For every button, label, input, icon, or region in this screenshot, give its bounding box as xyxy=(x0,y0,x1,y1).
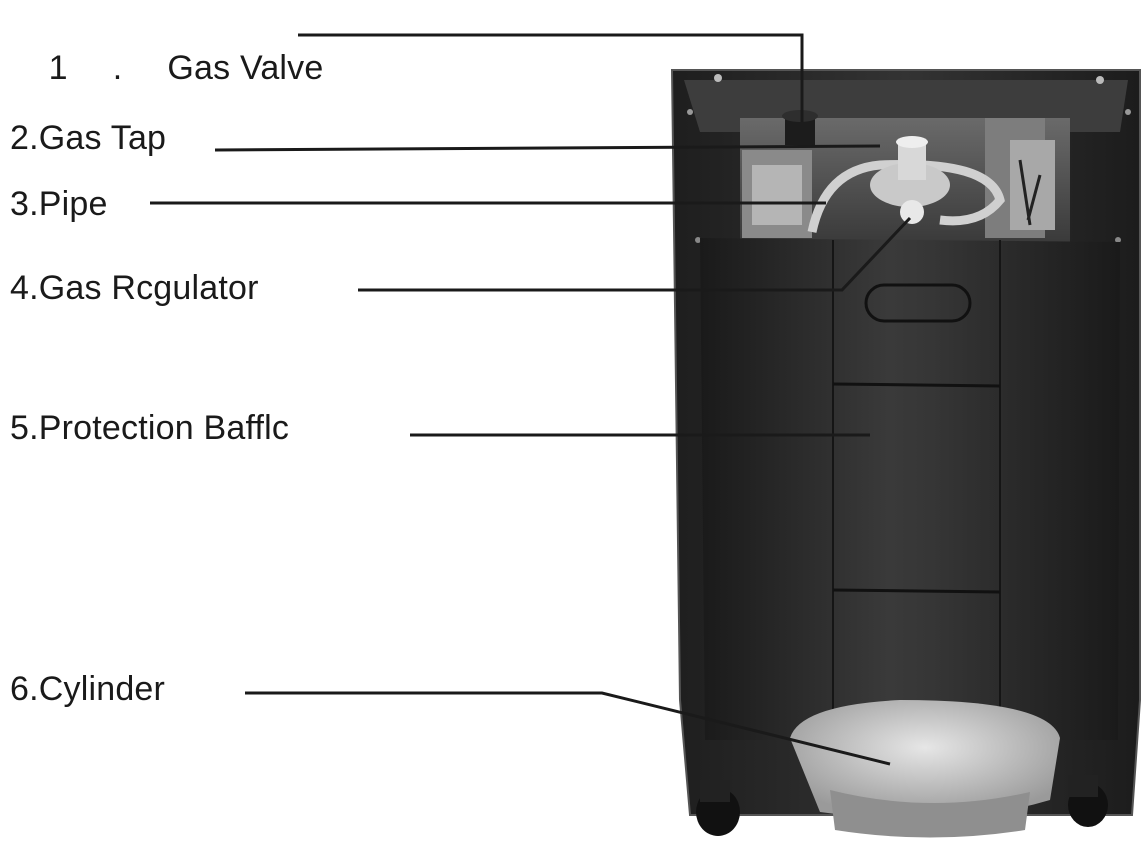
leader-gas-regulator xyxy=(358,216,912,292)
label-gas-valve-text: Gas Valve xyxy=(167,49,324,87)
leader-cylinder xyxy=(245,691,891,766)
label-protection-baffle: 5.Protection Bafflc xyxy=(10,409,290,447)
label-cylinder: 6.Cylinder xyxy=(10,670,166,708)
leader-gas-tap xyxy=(214,144,881,152)
protection-baffle xyxy=(700,238,1120,740)
label-gas-valve: 1. Gas Valve xyxy=(10,17,324,119)
label-gas-valve-number: 1 xyxy=(48,49,68,87)
cylinder-shape xyxy=(790,700,1060,838)
label-gas-regulator: 4.Gas Rcgulator xyxy=(10,269,259,307)
pipe-shape xyxy=(807,159,1005,233)
label-gas-valve-separator: . xyxy=(112,49,123,87)
handle-slot xyxy=(864,283,972,323)
leader-lines xyxy=(150,33,912,766)
casters xyxy=(696,775,1108,836)
label-pipe: 3.Pipe xyxy=(10,185,108,223)
leader-gas-valve xyxy=(298,33,804,122)
regulator-shape xyxy=(870,163,950,207)
label-gas-tap: 2.Gas Tap xyxy=(10,119,167,157)
